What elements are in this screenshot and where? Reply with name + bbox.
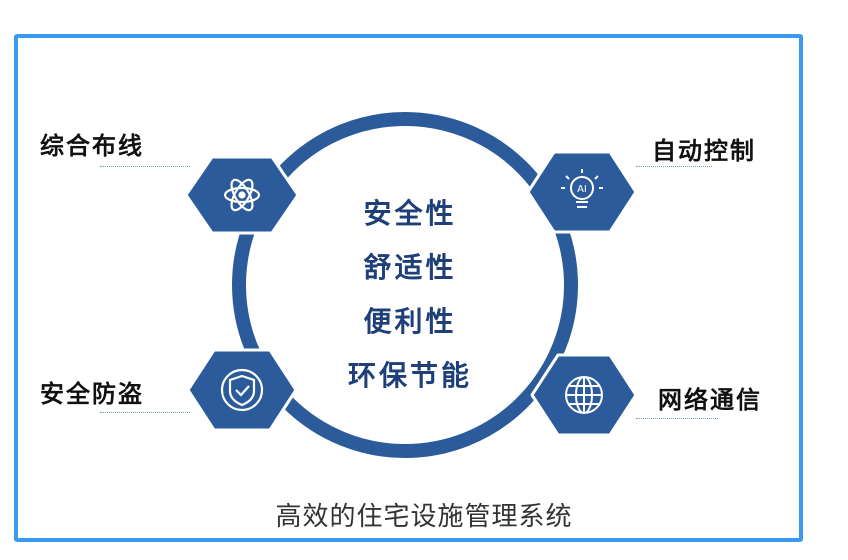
atom-icon (223, 178, 261, 212)
center-item-safety: 安全性 (363, 197, 457, 230)
hexagon-bottom-right (530, 353, 638, 437)
connector-line-bottom-right (636, 418, 718, 419)
connector-line-top-right (636, 166, 712, 167)
hexagon-top-left (184, 155, 300, 235)
ai-lightbulb-icon: AI (561, 169, 603, 208)
ai-badge-text: AI (577, 184, 587, 195)
connector-line-bottom-left (100, 412, 190, 413)
label-auto-control: 自动控制 (652, 137, 756, 165)
hexagon-bottom-left (186, 348, 298, 432)
diagram-caption: 高效的住宅设施管理系统 (275, 502, 573, 532)
center-item-eco: 环保节能 (347, 359, 472, 392)
connector-line-top-left (100, 166, 190, 167)
globe-icon (565, 376, 603, 414)
center-item-convenience: 便利性 (363, 305, 457, 338)
label-cabling: 综合布线 (40, 132, 144, 160)
center-item-comfort: 舒适性 (363, 251, 457, 284)
label-security: 安全防盗 (40, 380, 144, 408)
shield-check-icon (220, 368, 264, 412)
label-network: 网络通信 (658, 386, 762, 414)
hexagon-top-right: AI (526, 150, 638, 234)
center-ring (232, 112, 578, 458)
diagram-frame (14, 34, 803, 542)
